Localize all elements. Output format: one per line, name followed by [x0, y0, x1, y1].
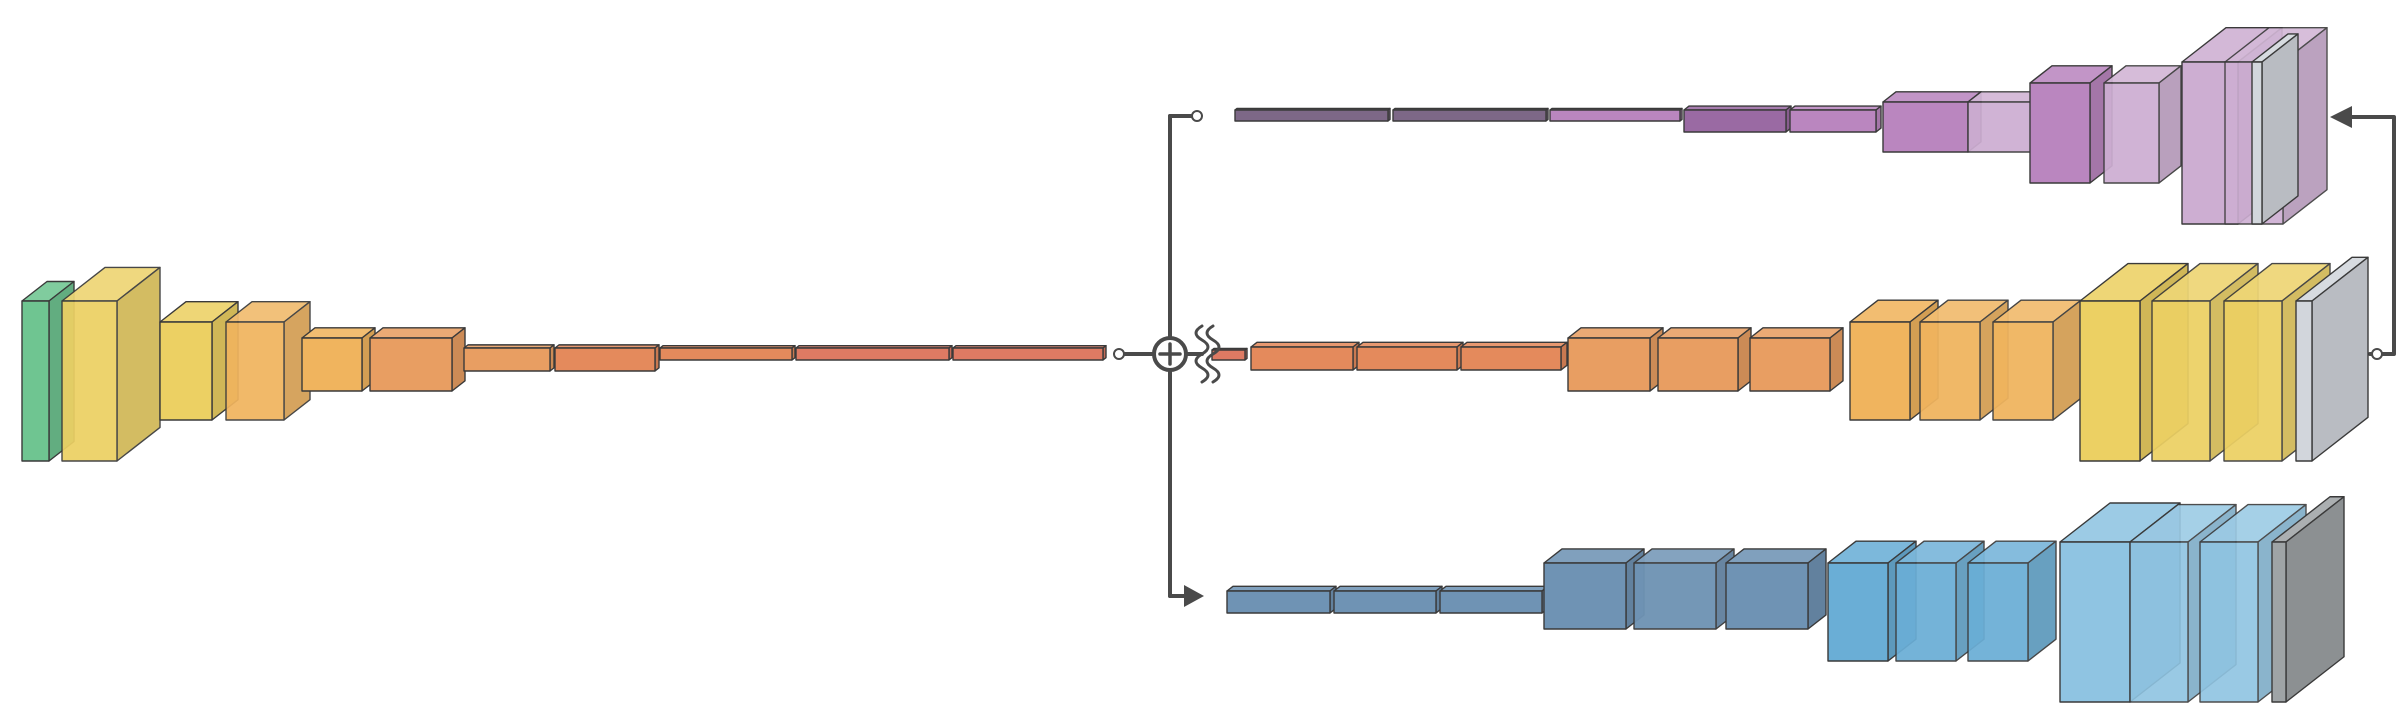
fusion-plus-icon — [1152, 336, 1188, 372]
encoder-layer-block — [369, 327, 466, 392]
decoder-middle-layer-block — [2295, 256, 2369, 462]
decoder-middle-layer-block — [1567, 327, 1664, 392]
decoder-middle-layer-block — [1992, 299, 2082, 421]
encoder-layer-block — [301, 327, 376, 392]
encoder-layer-block — [952, 344, 1107, 361]
decoder-middle-layer-block — [1460, 341, 1568, 371]
decoder-top-layer-block — [1549, 107, 1683, 122]
decoder-middle-layer-block — [1849, 299, 1939, 421]
decoder-top-layer-block — [1392, 107, 1549, 122]
decoder-bottom-layer-block — [1333, 585, 1443, 614]
decoder-bottom-layer-block — [1439, 585, 1549, 614]
decoder-top-group — [1234, 26, 2328, 225]
top-branch-input-port — [1191, 110, 1203, 122]
encoder-output-port — [1113, 348, 1125, 360]
encoder-layer-block — [554, 344, 660, 372]
decoder-top-layer-block — [1683, 105, 1792, 133]
decoder-top-layer-block — [2103, 65, 2182, 184]
decoder-middle-layer-block — [1250, 341, 1360, 371]
decoder-middle-layer-block — [1657, 327, 1752, 392]
skip-connection-wave-icon — [1194, 324, 1221, 384]
encoder-layer-block — [61, 266, 161, 462]
decoder-bottom-layer-block — [1543, 548, 1645, 630]
bottom-branch-arrowhead-icon — [1184, 585, 1204, 607]
decoder-bottom-layer-block — [2271, 496, 2345, 703]
encoder-layer-block — [225, 301, 311, 421]
decoder-bottom-layer-block — [1226, 585, 1337, 614]
encoder-layer-block — [463, 344, 555, 372]
encoder-layer-block — [795, 344, 953, 361]
feedback-arrowhead-icon — [2330, 106, 2352, 128]
encoder-layer-block — [1211, 347, 1248, 361]
decoder-top-layer-block — [2251, 33, 2299, 225]
connectors — [1113, 110, 2383, 384]
decoder-middle-layer-block — [1749, 327, 1844, 392]
encoder-group — [21, 266, 1248, 462]
encoder-layer-block — [659, 344, 796, 361]
layer-blocks — [21, 26, 2369, 703]
decoder-bottom-layer-block — [1967, 540, 2057, 662]
decoder-middle-group — [1250, 256, 2369, 462]
feedback-output-port — [2371, 348, 2383, 360]
decoder-top-layer-block — [1789, 105, 1882, 133]
decoder-top-layer-block — [1234, 107, 1391, 122]
decoder-bottom-layer-block — [1725, 548, 1827, 630]
decoder-top-layer-block — [2029, 65, 2113, 184]
decoder-bottom-layer-block — [1633, 548, 1735, 630]
decoder-bottom-group — [1226, 496, 2345, 703]
decoder-top-layer-block — [1882, 91, 1982, 153]
decoder-middle-layer-block — [1356, 341, 1464, 371]
